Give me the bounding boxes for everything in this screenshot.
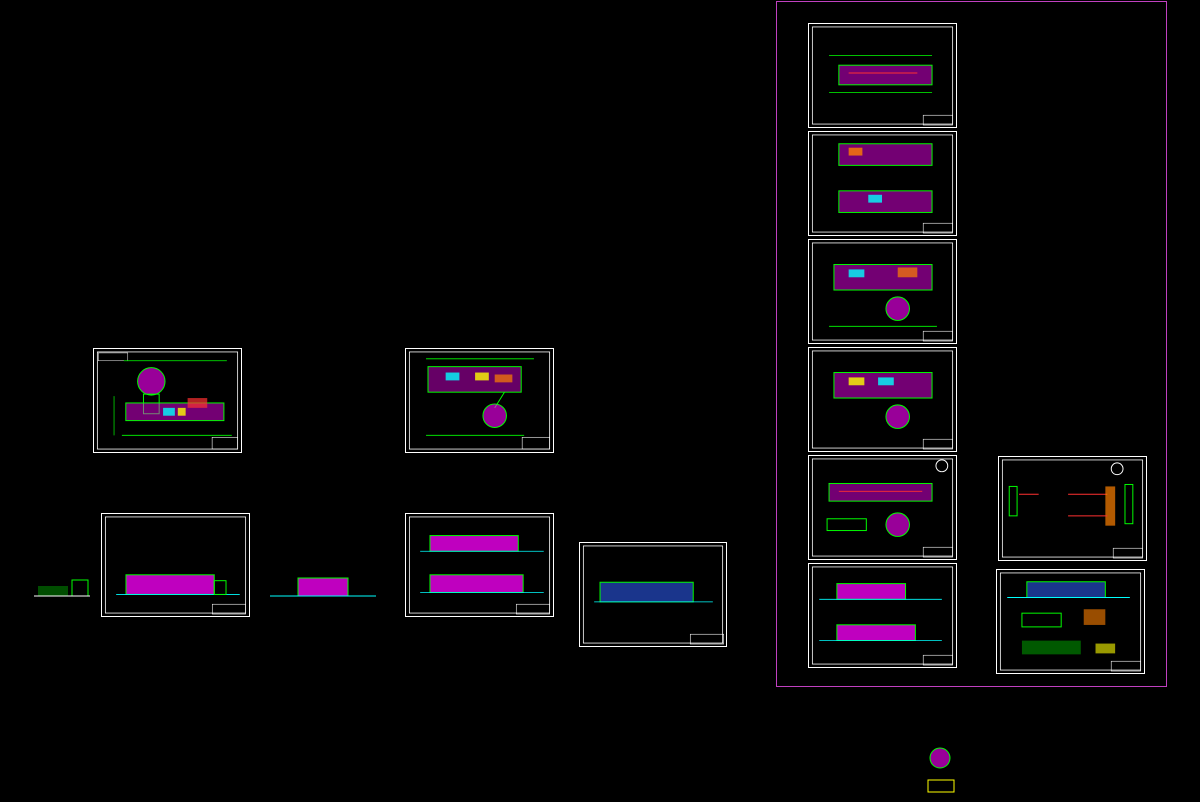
elevations-drawing	[811, 566, 954, 666]
details-drawing	[1001, 459, 1144, 559]
elevations-drawing	[408, 516, 551, 615]
loose-plan[interactable]	[924, 742, 958, 798]
elevation-drawing	[582, 545, 724, 645]
floor-plan-sheet[interactable]	[808, 347, 957, 452]
floor-plan-drawing	[811, 242, 954, 342]
elevations-sheet[interactable]	[808, 563, 957, 668]
elevation-section-sheet[interactable]	[996, 569, 1145, 674]
floor-plan-drawing	[408, 351, 551, 450]
elevation-section-drawing	[999, 572, 1142, 672]
floor-plan-drawing	[96, 351, 239, 450]
floor-plan-sheet[interactable]	[808, 239, 957, 344]
floor-plan-drawing	[811, 350, 954, 450]
loose-elevation[interactable]	[32, 576, 92, 602]
selection-frame[interactable]	[776, 1, 1167, 687]
elevation-sheet[interactable]	[101, 513, 250, 617]
floor-plan-sheet[interactable]	[808, 23, 957, 128]
floor-plan-sheet[interactable]	[808, 455, 957, 560]
loose-plan-drawing	[927, 747, 955, 793]
loose-elevation[interactable]	[268, 572, 378, 602]
details-sheet[interactable]	[998, 456, 1147, 561]
floor-plans-drawing	[811, 134, 954, 234]
loose-elevation-drawing	[270, 577, 376, 597]
loose-elevation-drawing	[34, 579, 90, 597]
floor-plan-drawing	[811, 26, 954, 126]
floor-plan-drawing	[811, 458, 954, 558]
floor-plan-sheet[interactable]	[93, 348, 242, 453]
elevations-sheet[interactable]	[405, 513, 554, 617]
elevation-sheet[interactable]	[579, 542, 727, 647]
floor-plans-sheet[interactable]	[808, 131, 957, 236]
elevation-drawing	[104, 516, 247, 615]
floor-plan-sheet[interactable]	[405, 348, 554, 453]
